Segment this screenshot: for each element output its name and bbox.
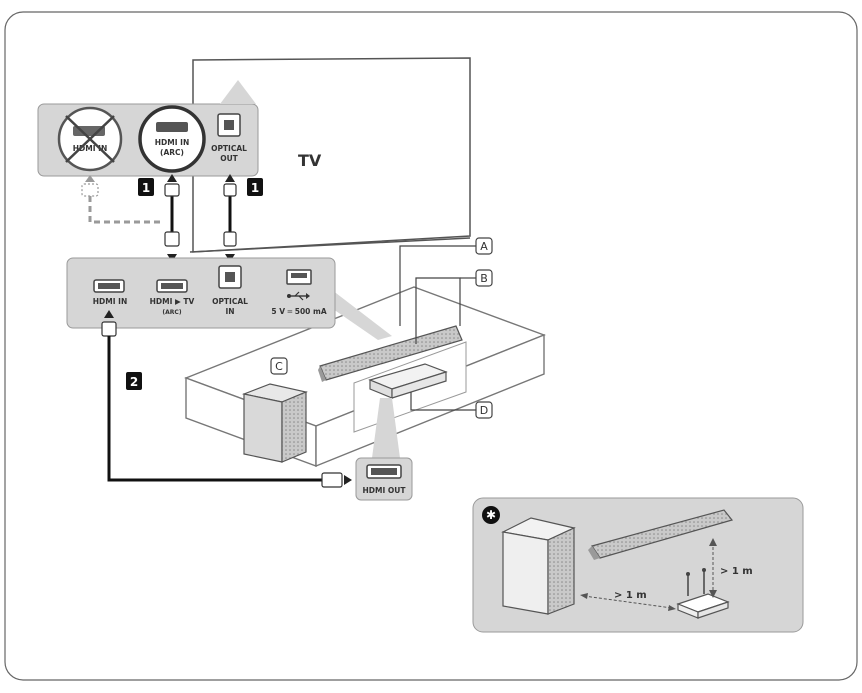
wireless-router-icon [676,568,730,619]
step-1-right-badge [247,178,263,196]
tv-optical-out-port: OPTICAL OUT [211,113,247,163]
inset-subwoofer [501,517,576,615]
soundbar-hdmi-in-label: HDMI IN [93,297,127,306]
tv: TV [189,57,471,253]
step-2-badge [126,372,142,390]
soundbar-arc-label: (ARC) [162,309,181,316]
soundbar-port-panel: HDMI IN HDMI ▶ TV (ARC) OPTICAL IN 5 V [66,257,392,340]
svg-text:D: D [480,404,488,417]
tv-hdmi-in-label: HDMI IN [73,144,107,153]
callout-a: A [475,237,493,255]
optical-plug-icon [223,231,237,247]
inset-soundbar [588,509,734,560]
inset-badge: ✱ [486,508,496,522]
svg-text:C: C [275,360,283,373]
step-1-left-badge [138,178,154,196]
callout-b: B [475,269,493,287]
external-device [368,363,448,399]
hdmi-plug-icon [164,183,180,197]
svg-text:B: B [480,272,488,285]
cable-step-2: 2 [101,310,352,488]
hdmi-plug-icon [101,321,117,337]
hdmi-plug-icon [164,231,180,247]
callout-d: D [475,401,493,419]
vertical-distance-label: > 1 m [720,566,753,577]
hdmi-plug-icon [321,472,343,488]
tv-hdmi-in-port: HDMI IN [57,106,123,172]
soundbar-hdmi-tv-label: HDMI ▶ TV [150,297,195,306]
callouts: A B C D [270,237,493,419]
optical-plug-icon [223,183,237,197]
soundbar-optical-label-1: OPTICAL [212,297,248,306]
callout-c: C [270,357,288,375]
step-2-label: 2 [130,375,138,389]
placement-inset: ✱ > 1 m > 1 m [472,497,804,633]
step-1-left-label: 1 [142,181,150,195]
soundbar-hdmi-tv-port: HDMI ▶ TV (ARC) [150,279,195,316]
soundbar-hdmi-in-port: HDMI IN [93,279,127,306]
tv-port-panel: HDMI IN HDMI IN (ARC) OPTICAL OUT [37,80,259,177]
svg-text:A: A [480,240,488,253]
soundbar [318,325,463,382]
device-hdmi-out-label: HDMI OUT [363,486,407,495]
hdmi-plug-icon [81,183,99,197]
tv-optical-label-2: OUT [220,154,238,163]
tv-hdmi-arc-port: HDMI IN (ARC) [138,105,206,173]
tv-hdmi-arc-label-2: (ARC) [160,148,184,157]
soundbar-usb-port: 5 V ═ 500 mA [271,269,327,316]
device-hdmi-out-panel: HDMI OUT [355,398,413,501]
usb-icon [287,291,310,301]
subwoofer [241,383,308,463]
tv-label: TV [298,151,322,170]
soundbar-optical-in-port: OPTICAL IN [212,265,248,316]
tv-optical-label-1: OPTICAL [211,144,247,153]
step-1-right-label: 1 [251,181,259,195]
usb-power-label: 5 V ═ 500 mA [271,307,326,316]
soundbar-optical-label-2: IN [225,307,234,316]
horizontal-distance-label: > 1 m [614,590,647,601]
star-badge-icon [482,506,500,524]
tv-hdmi-arc-label-1: HDMI IN [155,138,189,147]
